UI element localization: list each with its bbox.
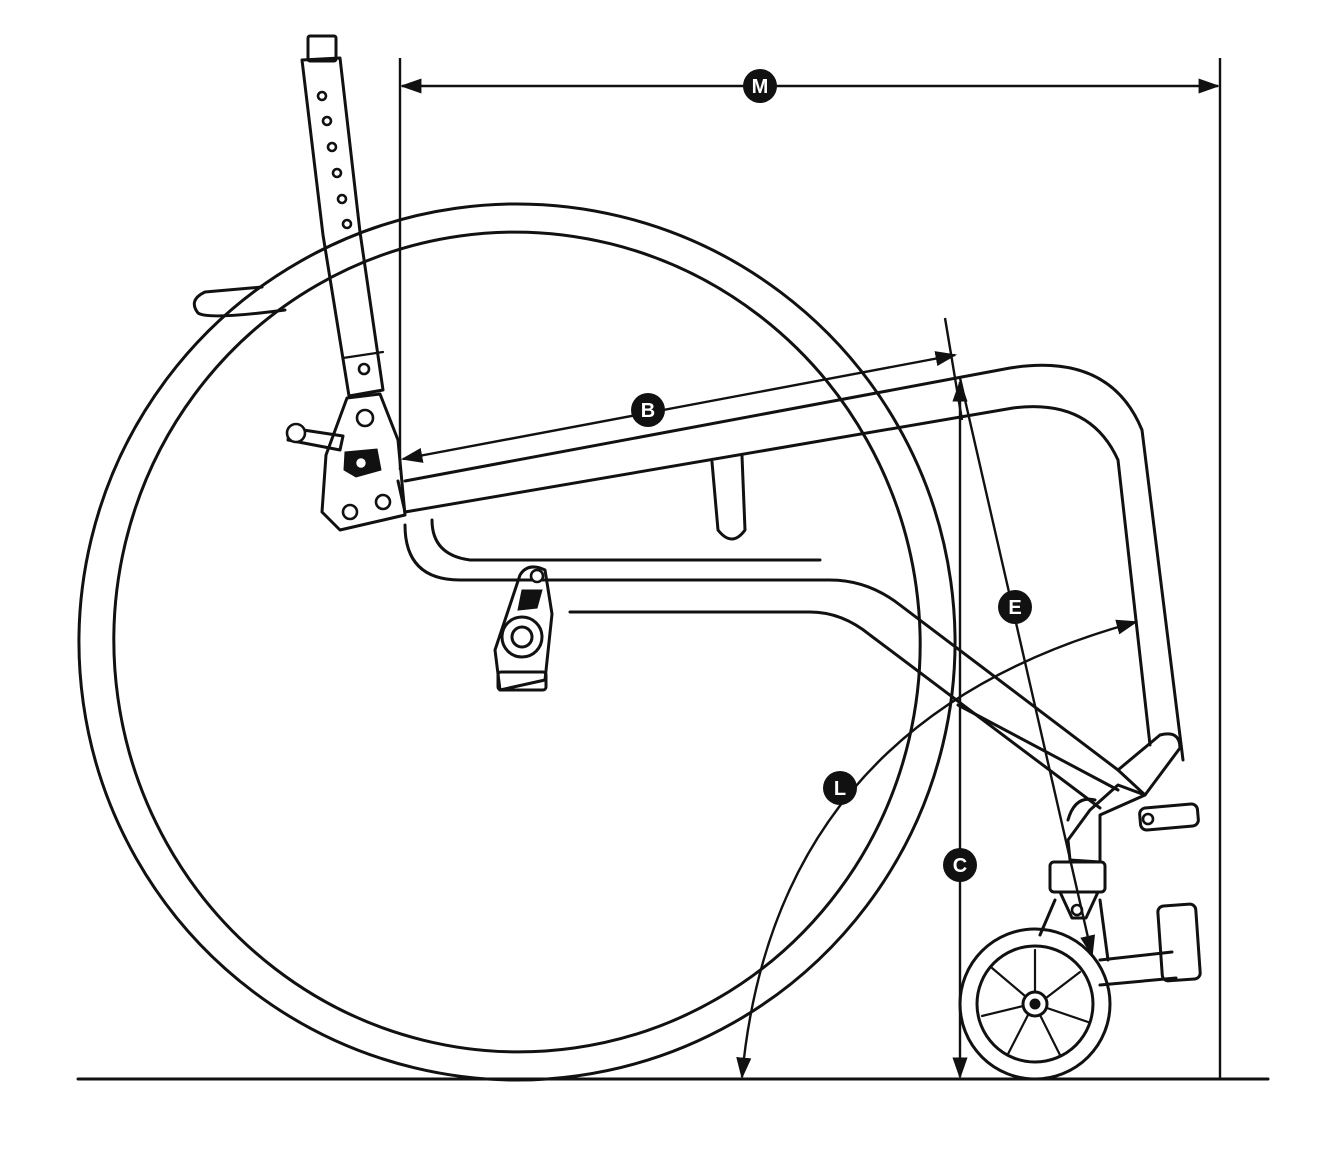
lower-frame xyxy=(403,518,1120,810)
badge-e: E xyxy=(998,590,1032,624)
rear-wheel xyxy=(77,202,957,1082)
badge-l: L xyxy=(823,771,857,805)
main-frame xyxy=(396,363,1185,762)
backrest-post xyxy=(300,34,385,398)
dimension-b-line xyxy=(400,351,958,463)
badge-c-label: C xyxy=(953,855,967,877)
badge-l-label: L xyxy=(834,778,846,800)
axle-plate xyxy=(493,565,554,692)
badge-e-label: E xyxy=(1008,597,1021,619)
back-hinge-bracket xyxy=(285,392,407,532)
dimension-lines xyxy=(398,58,1222,1080)
footrest xyxy=(1098,802,1202,987)
badge-m: M xyxy=(743,69,777,103)
push-handle xyxy=(192,285,287,318)
badge-c: C xyxy=(943,848,977,882)
badge-b-label: B xyxy=(641,400,655,422)
caster-wheel xyxy=(958,927,1112,1081)
badge-b: B xyxy=(631,393,665,427)
dimension-l-arc xyxy=(736,619,1139,1080)
badge-m-label: M xyxy=(752,76,769,98)
